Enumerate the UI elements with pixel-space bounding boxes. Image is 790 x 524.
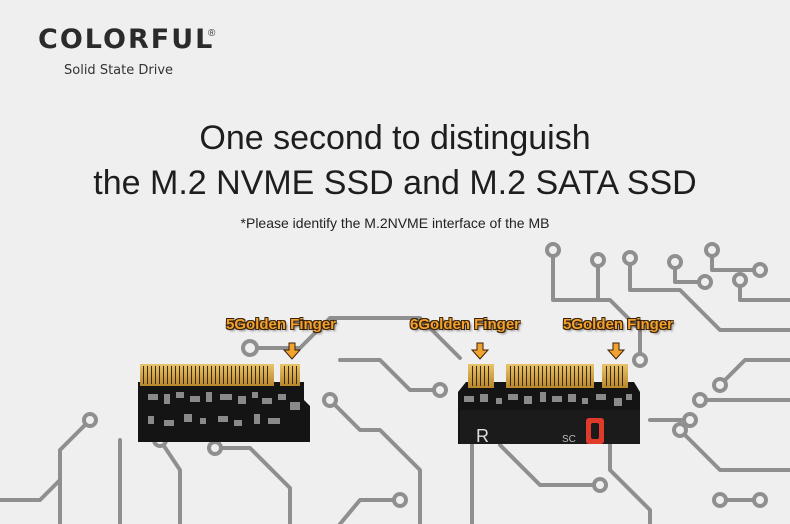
brand-name: COLORFUL (38, 24, 215, 55)
sata-right-golden-finger-label: 5Golden Finger (563, 316, 674, 333)
sata-card-letter: R (476, 426, 489, 446)
brand-tagline: Solid State Drive (64, 63, 174, 78)
headline-line-1: One second to distinguish (199, 119, 591, 157)
nvme-golden-finger-label: 5Golden Finger (226, 316, 337, 333)
registered-mark: ® (208, 28, 216, 39)
sata-left-down-arrow-icon (471, 342, 489, 360)
headline-line-2: the M.2 NVME SSD and M.2 SATA SSD (93, 164, 697, 202)
sata-ssd-card: R SC (458, 364, 640, 446)
headline: One second to distinguish the M.2 NVME S… (0, 116, 790, 206)
interface-note: *Please identify the M.2NVME interface o… (240, 215, 550, 231)
nvme-down-arrow-icon (283, 342, 301, 360)
nvme-ssd-card (138, 364, 310, 442)
brand-logo: COLORFUL ® Solid State Drive (38, 24, 216, 78)
sata-right-down-arrow-icon (607, 342, 625, 360)
sata-card-small-text: SC (562, 434, 576, 445)
sata-left-golden-finger-label: 6Golden Finger (410, 316, 521, 333)
